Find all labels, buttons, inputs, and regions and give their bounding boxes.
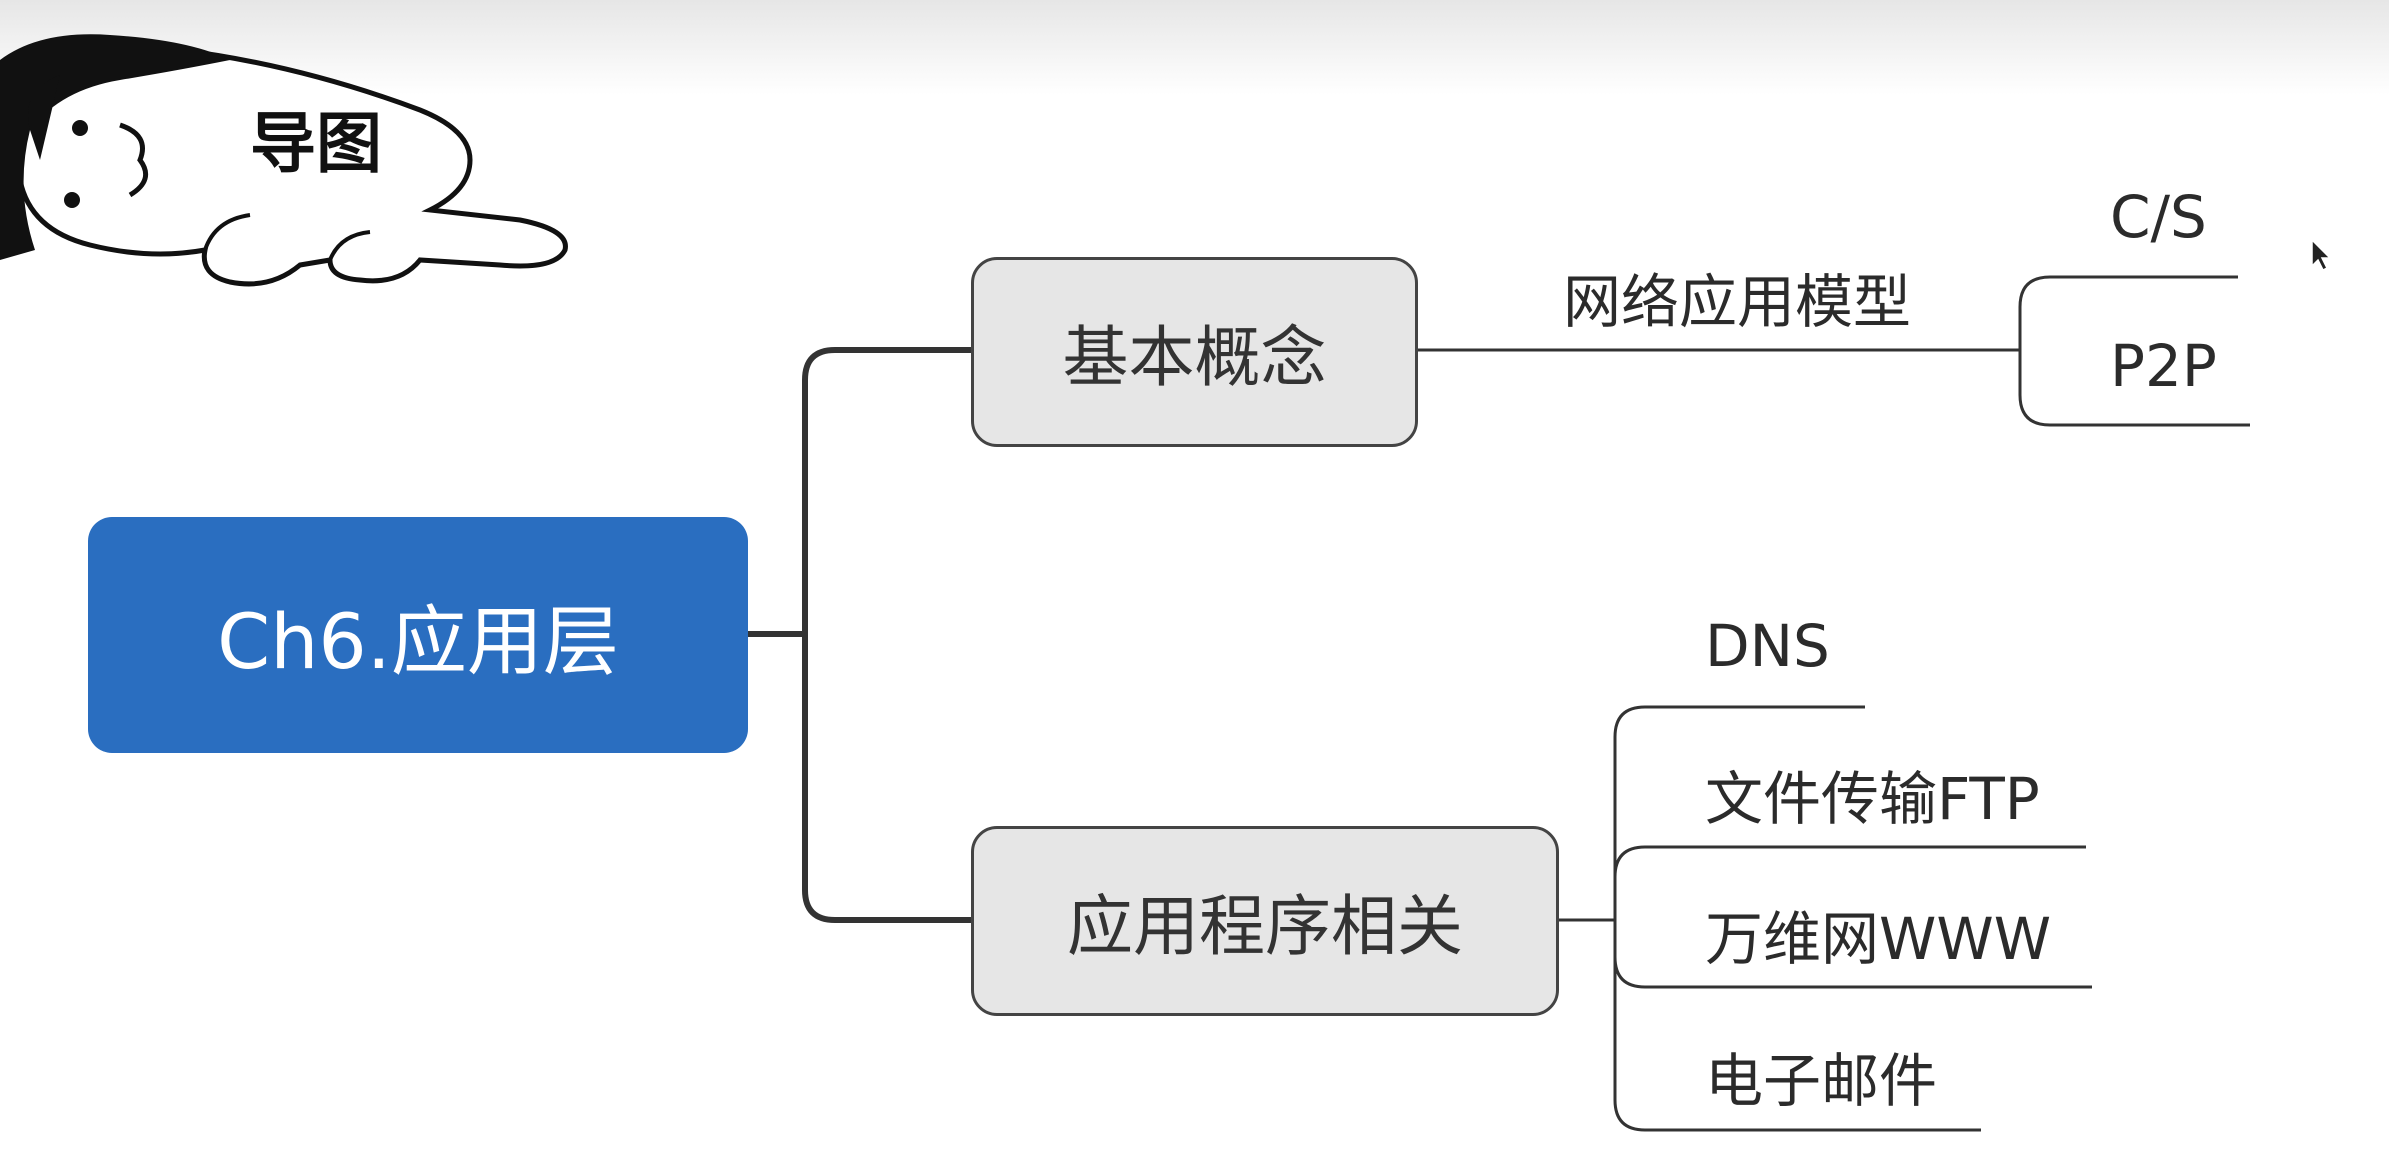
leaf-bracket-cs-p2p	[2018, 275, 2250, 427]
leaf-cs[interactable]: C/S	[2110, 183, 2207, 251]
leaf-ftp[interactable]: 文件传输FTP	[1705, 765, 2040, 833]
leaf-dns[interactable]: DNS	[1705, 612, 1830, 680]
leaf-www[interactable]: 万维网WWW	[1705, 905, 2052, 973]
leaf-p2p[interactable]: P2P	[2110, 332, 2217, 400]
cartoon-character-illustration	[0, 34, 568, 287]
topic-label: 应用程序相关	[1067, 888, 1463, 965]
root-node[interactable]: Ch6.应用层	[88, 517, 748, 753]
leaf-bracket-app	[1613, 705, 2092, 1132]
topic-application-programs[interactable]: 应用程序相关	[971, 826, 1559, 1016]
page-title: 导图	[250, 105, 382, 182]
mouse-cursor-icon	[2311, 238, 2332, 272]
leaf-email[interactable]: 电子邮件	[1705, 1047, 1938, 1115]
root-label: Ch6.应用层	[217, 597, 619, 686]
spine-connector	[802, 347, 971, 923]
topic-basic-concepts[interactable]: 基本概念	[971, 257, 1418, 447]
topic-label: 基本概念	[1062, 319, 1327, 396]
subtopic-network-app-model[interactable]: 网络应用模型	[1563, 268, 1912, 336]
top-fade-bar	[0, 0, 2389, 95]
